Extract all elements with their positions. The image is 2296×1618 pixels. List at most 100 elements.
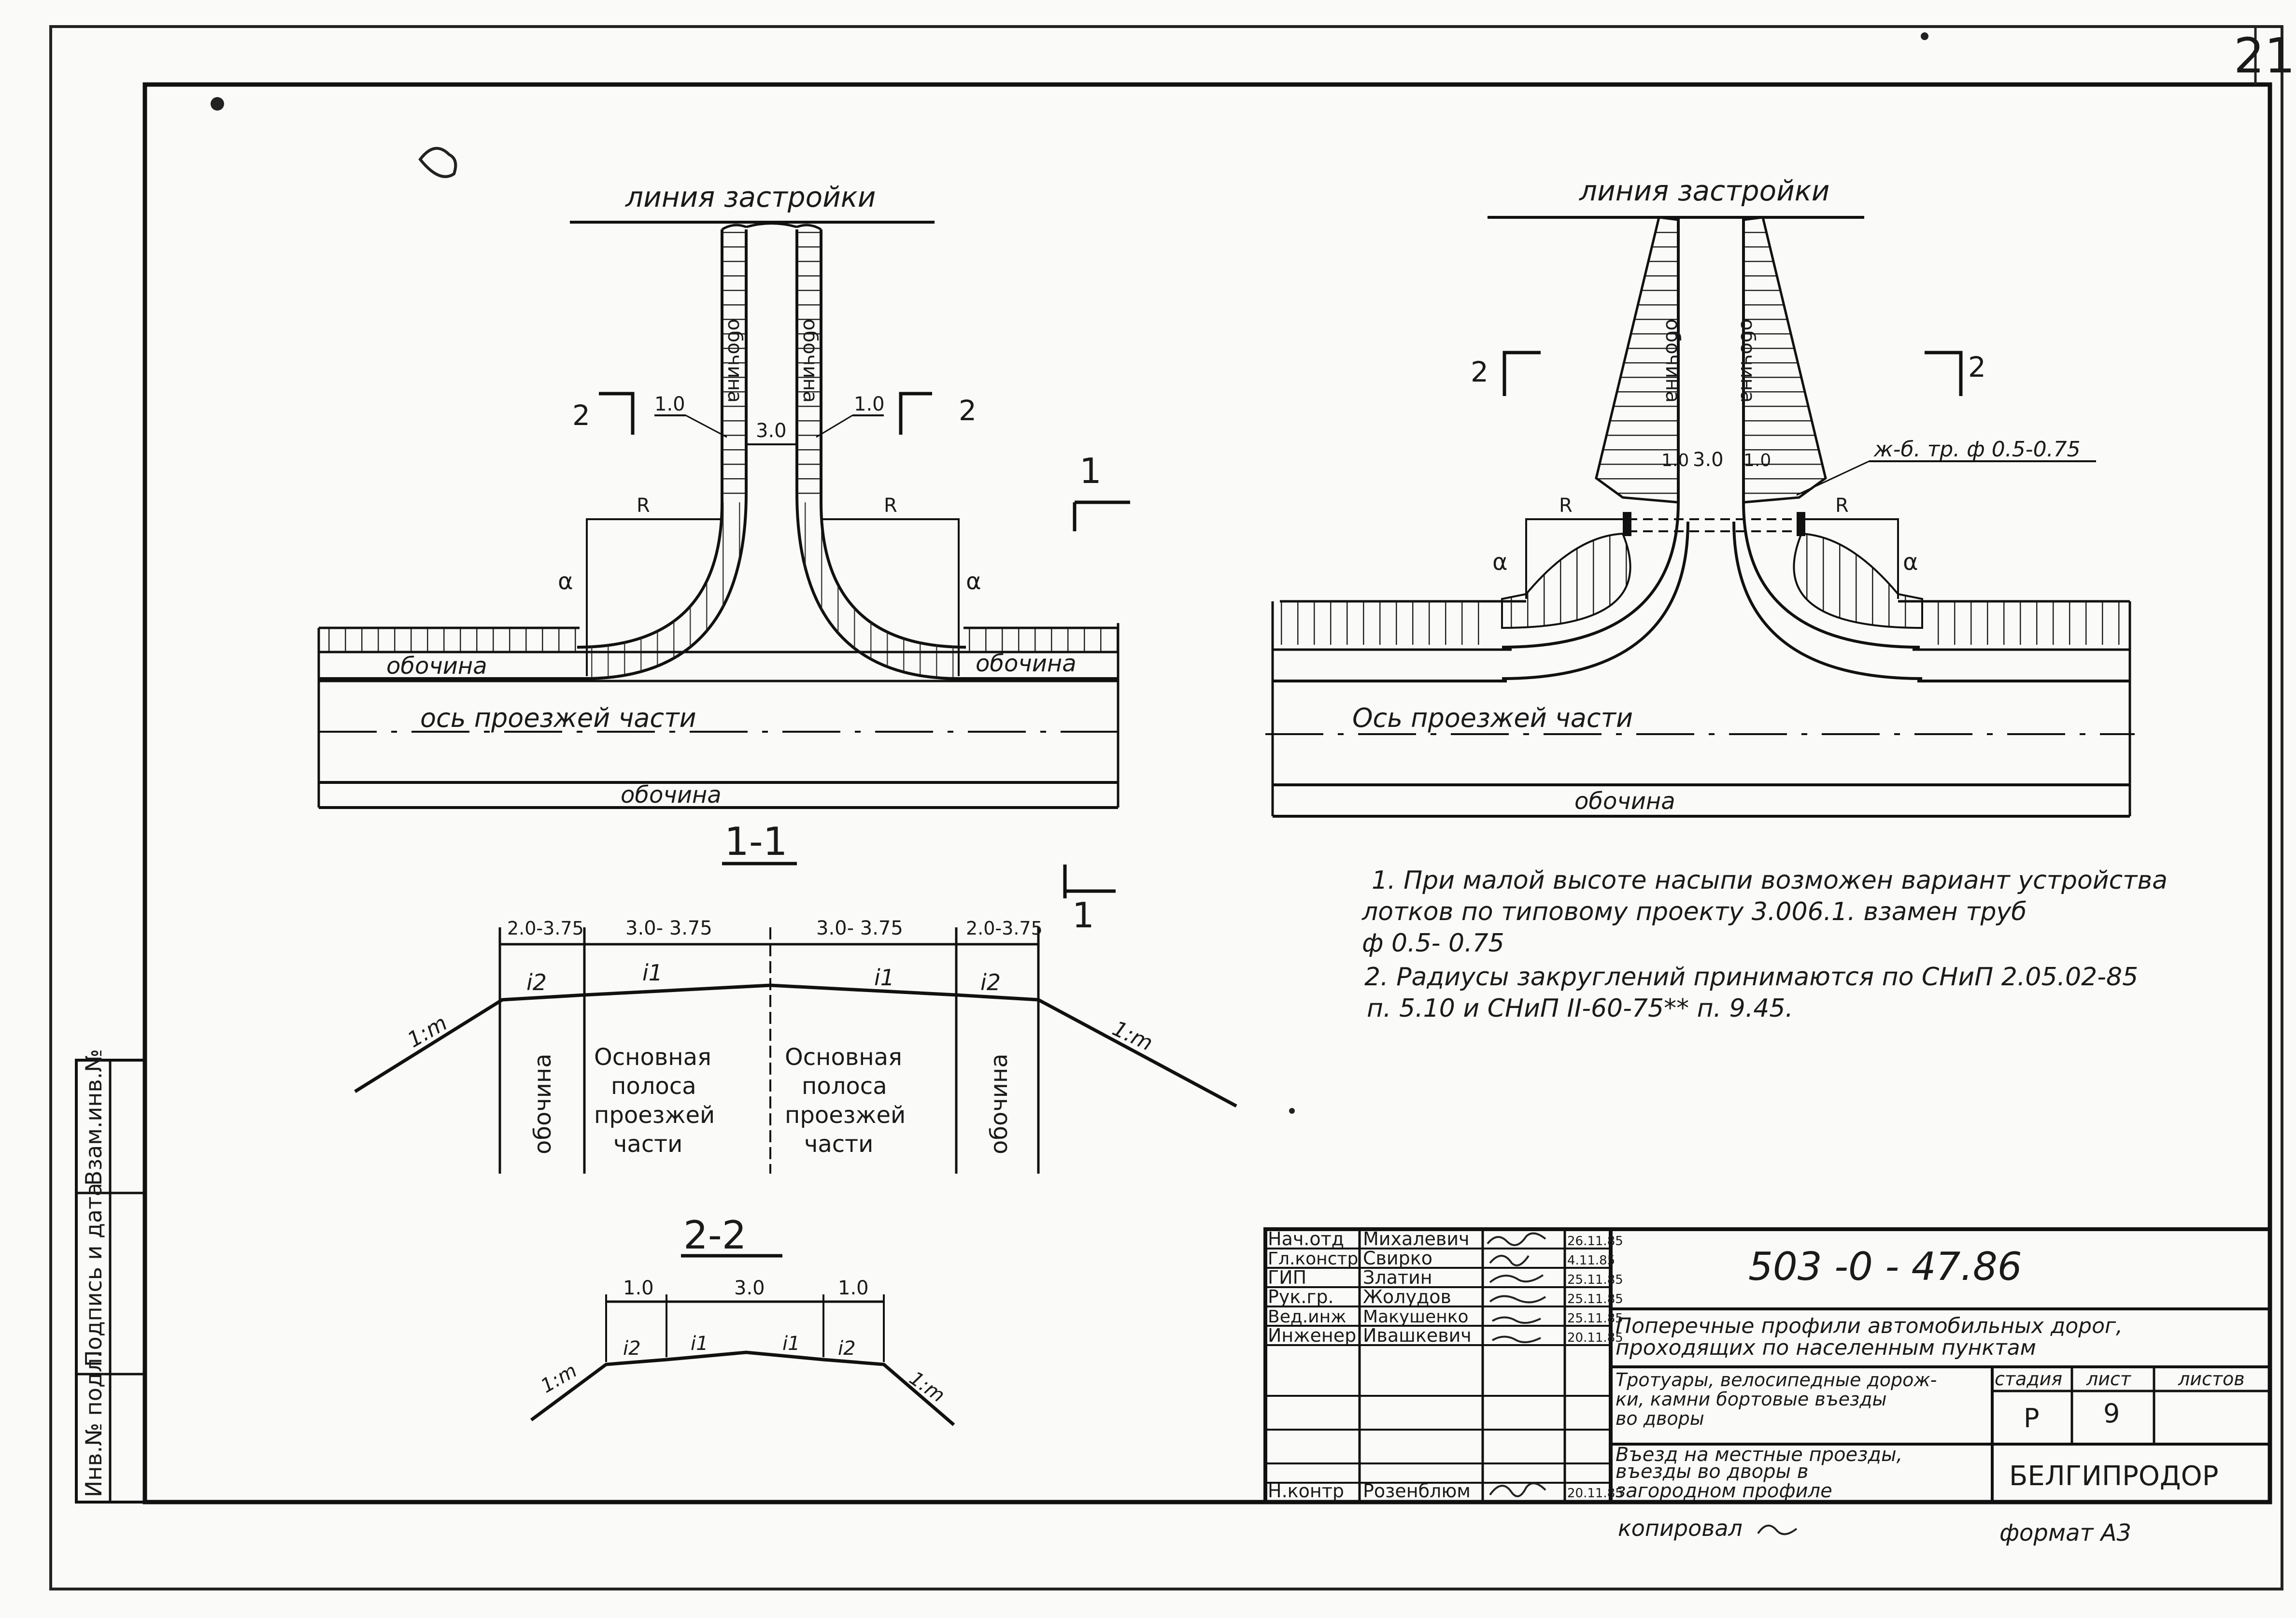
- right-side-shoulder-a: обочина: [1661, 319, 1684, 403]
- scan-marks: [211, 32, 1928, 1114]
- name-2: Златин: [1363, 1267, 1432, 1288]
- note-line-5: п. 5.10 и СНиП II-60-75** п. 9.45.: [1367, 994, 1793, 1023]
- section-2-dim-c: 1.0: [838, 1277, 869, 1299]
- svg-text:части: части: [804, 1131, 873, 1158]
- desc-2: проходящих по населенным пунктам: [1616, 1335, 2036, 1360]
- signatures: [1487, 1232, 1546, 1497]
- desc-3c: во дворы: [1616, 1408, 1704, 1429]
- right-axis-label: Ось проезжей части: [1352, 703, 1633, 733]
- name-1: Свирко: [1363, 1248, 1432, 1269]
- svg-text:2: 2: [1968, 351, 1986, 383]
- section-2-slope-l: 1:m: [537, 1360, 581, 1398]
- svg-text:проезжей: проезжей: [594, 1102, 715, 1129]
- format-label: формат А3: [1999, 1519, 2131, 1547]
- name-3: Жолудов: [1363, 1286, 1451, 1307]
- section-2-dim-b: 3.0: [734, 1277, 765, 1299]
- section-1-i-d: i2: [980, 969, 1001, 995]
- left-shoulder-right: обочина: [976, 650, 1077, 677]
- svg-text:2: 2: [959, 394, 977, 427]
- left-alpha-r: α: [966, 568, 981, 595]
- section-1-dim-b: 3.0- 3.75: [625, 917, 712, 939]
- section-2-i-c: i1: [782, 1333, 800, 1355]
- section-1-i-b: i1: [642, 960, 663, 986]
- right-radius-l: R: [1559, 495, 1573, 517]
- section-1-lane-right: Основная полоса проезжей части: [785, 1044, 906, 1158]
- section-1-lane-left: Основная полоса проезжей части: [594, 1044, 715, 1158]
- note-line-2: лотков по типовому проекту 3.006.1. взам…: [1361, 897, 2027, 926]
- side-stamp: Инв.№ подл. Подпись и дата Взам.инв.№: [75, 1049, 146, 1504]
- left-axis-label: ось проезжей части: [420, 703, 696, 733]
- section-1-dim-c: 3.0- 3.75: [816, 917, 903, 939]
- section-2-i-a: i2: [623, 1337, 641, 1360]
- stamp-inv-label: Инв.№ подл.: [81, 1351, 107, 1497]
- svg-text:Основная: Основная: [594, 1044, 711, 1071]
- left-plan: линия застройки обочина обочина 1.0 3.0 …: [317, 181, 1130, 936]
- section-1-dim-d: 2.0-3.75: [966, 918, 1043, 939]
- desc-1: Поперечные профили автомобильных дорог,: [1616, 1314, 2123, 1338]
- note-line-1: 1. При малой высоте насыпи возможен вари…: [1372, 866, 2168, 895]
- date-3: 25.11.85: [1567, 1292, 1623, 1306]
- left-section-2-marks: 2 2: [572, 392, 977, 435]
- left-side-shoulder-b: обочина: [799, 319, 821, 403]
- right-side-shoulder-b: обочина: [1736, 319, 1758, 403]
- svg-text:полоса: полоса: [802, 1073, 887, 1100]
- document-code: 503 -0 - 47.86: [1748, 1244, 2022, 1289]
- section-1-shoulder-r: обочина: [986, 1053, 1013, 1154]
- date-9: 20.11.85: [1567, 1486, 1623, 1501]
- sheet-value: 9: [2103, 1398, 2120, 1429]
- sheet-corner-number: 21: [2234, 28, 2295, 84]
- right-section-2-marks: 2 2: [1471, 351, 1986, 396]
- section-2-2: 2-2 1.0 3.0 1.0 1:m 1:m i2 i1 i1 i2: [530, 1213, 955, 1426]
- right-pipe-label: ж-б. тр. ф 0.5-0.75: [1873, 437, 2081, 462]
- svg-text:1: 1: [1079, 451, 1102, 491]
- desc-3a: Тротуары, велосипедные дорож-: [1616, 1369, 1937, 1391]
- svg-text:2: 2: [1471, 355, 1488, 388]
- desc-3b: ки, камни бортовые въезды: [1616, 1389, 1886, 1410]
- right-building-line-label: линия застройки: [1579, 174, 1830, 207]
- section-1-i-a: i2: [526, 969, 547, 995]
- organization: БЕЛГИПРОДОР: [2009, 1461, 2219, 1492]
- role-3: Рук.гр.: [1268, 1286, 1334, 1307]
- right-dim-left: 1.0: [1661, 451, 1689, 470]
- section-2-title: 2-2: [683, 1213, 747, 1258]
- svg-text:2: 2: [572, 399, 590, 432]
- desc-4a: Въезд на местные проезды,: [1616, 1444, 1902, 1466]
- role-0: Нач.отд: [1268, 1228, 1344, 1249]
- date-4: 25.11.85: [1567, 1311, 1623, 1326]
- right-radius-r: R: [1835, 495, 1849, 517]
- role-5: Инженер: [1268, 1325, 1356, 1346]
- section-1-dim-a: 2.0-3.75: [507, 918, 584, 939]
- section-2-i-d: i2: [838, 1337, 856, 1360]
- name-0: Михалевич: [1363, 1228, 1469, 1249]
- left-shoulder-bottom: обочина: [621, 781, 722, 809]
- desc-4b: въезды во дворы в: [1616, 1461, 1808, 1483]
- desc-4c: загородном профиле: [1616, 1480, 1832, 1502]
- name-9: Розенблюм: [1363, 1480, 1471, 1502]
- left-alpha-l: α: [558, 568, 573, 595]
- name-4: Макушенко: [1363, 1307, 1469, 1327]
- role-4: Вед.инж: [1268, 1307, 1346, 1327]
- left-dim-left: 1.0: [654, 393, 685, 415]
- left-building-line-label: линия застройки: [625, 181, 876, 213]
- left-radius-l: R: [637, 495, 650, 517]
- date-1: 4.11.85: [1567, 1253, 1615, 1268]
- svg-text:1: 1: [1072, 895, 1094, 936]
- sheet-header: лист: [2086, 1368, 2132, 1390]
- role-2: ГИП: [1268, 1267, 1306, 1288]
- notes: 1. При малой высоте насыпи возможен вари…: [1361, 866, 2168, 1023]
- stamp-replace-label: Взам.инв.№: [81, 1049, 107, 1186]
- svg-text:части: части: [613, 1131, 682, 1158]
- note-line-4: 2. Радиусы закруглений принимаются по СН…: [1364, 963, 2138, 992]
- left-shoulder-left: обочина: [386, 653, 487, 680]
- right-dim-mid: 3.0: [1693, 449, 1724, 471]
- svg-text:полоса: полоса: [611, 1073, 696, 1100]
- right-plan: линия застройки обочина обочина 1.0 3.0 …: [1265, 174, 2135, 818]
- outer-frame: [49, 25, 2283, 1590]
- date-2: 25.11.85: [1567, 1273, 1623, 1287]
- left-radius-r: R: [884, 495, 897, 517]
- name-5: Ивашкевич: [1363, 1325, 1472, 1346]
- left-dim-mid: 3.0: [756, 420, 787, 442]
- section-1-1: 1-1 2.0-3.75 3.0- 3.75 3.0- 3.75 2.0-3.7…: [354, 819, 1237, 1174]
- right-alpha-r: α: [1903, 549, 1918, 576]
